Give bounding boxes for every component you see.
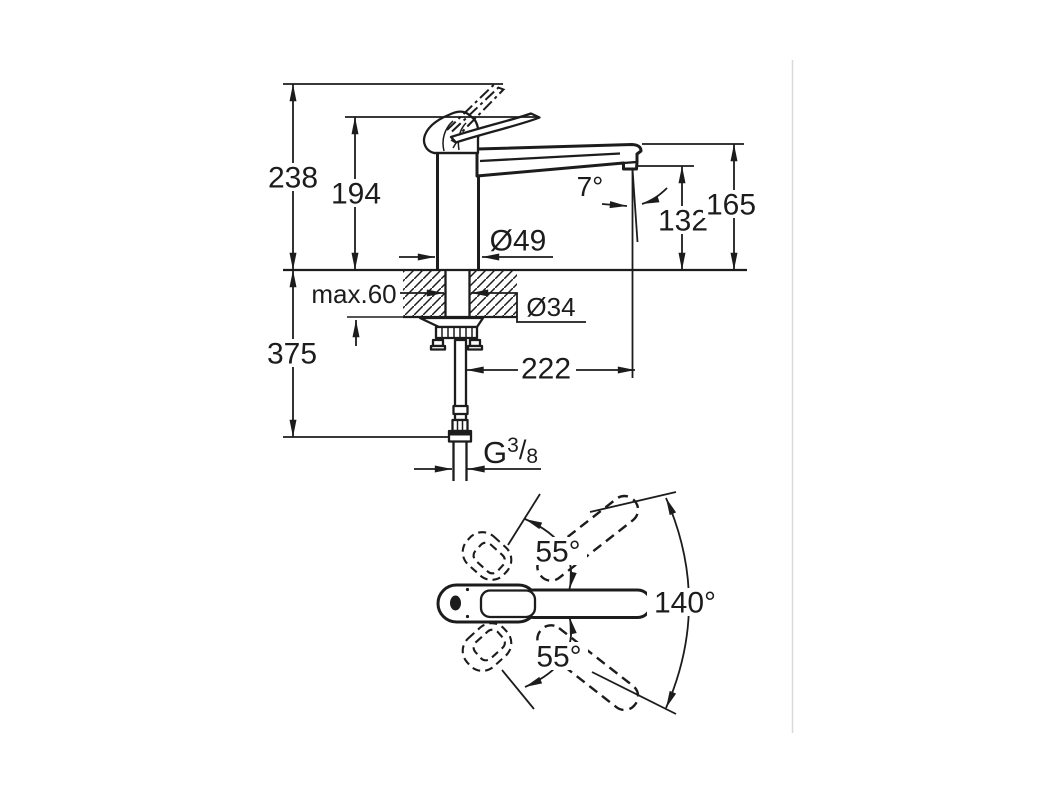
faucet-body-top xyxy=(436,583,653,624)
spout xyxy=(475,143,643,178)
swivel-total-label: 140° xyxy=(654,587,716,620)
dim-spout-reach-label: 222 xyxy=(521,353,571,386)
dim-spout-top-height-label: 165 xyxy=(706,189,756,222)
swivel-lower-label: 55° xyxy=(536,641,581,674)
handle-top-outline xyxy=(479,589,537,619)
faucet-body-side xyxy=(422,84,643,270)
top-view-swivel: 55° 55° 140° xyxy=(436,491,724,715)
supply-hose-assembly xyxy=(418,270,485,481)
faucet-column xyxy=(436,152,480,270)
dim-connection-label: G3/8 xyxy=(483,434,538,470)
swivel-upper-label: 55° xyxy=(535,536,580,569)
dim-hole-diameter-label: Ø34 xyxy=(526,292,575,322)
dimensions-side: 238 194 375 max.60 Ø49 Ø34 132 165 xyxy=(264,83,761,473)
handle-lever-raised-phantom xyxy=(446,84,506,136)
dim-total-height-label: 238 xyxy=(268,162,318,195)
handle-lever xyxy=(449,112,541,144)
swivel-labels: 55° 55° 140° xyxy=(530,536,724,674)
dim-outlet-height-label: 132 xyxy=(658,205,708,238)
dim-below-counter-label: 375 xyxy=(267,338,317,371)
side-view: 238 194 375 max.60 Ø49 Ø34 132 165 xyxy=(264,83,761,481)
dim-handle-height-label: 194 xyxy=(331,178,381,211)
dim-body-diameter-label: Ø49 xyxy=(490,225,547,258)
dim-spout-angle-label: 7° xyxy=(577,171,604,202)
spout-top-outline xyxy=(518,588,653,619)
aerator-mark xyxy=(450,595,461,611)
cartridge-housing xyxy=(422,110,480,155)
dim-max-deck-label: max.60 xyxy=(311,279,396,309)
